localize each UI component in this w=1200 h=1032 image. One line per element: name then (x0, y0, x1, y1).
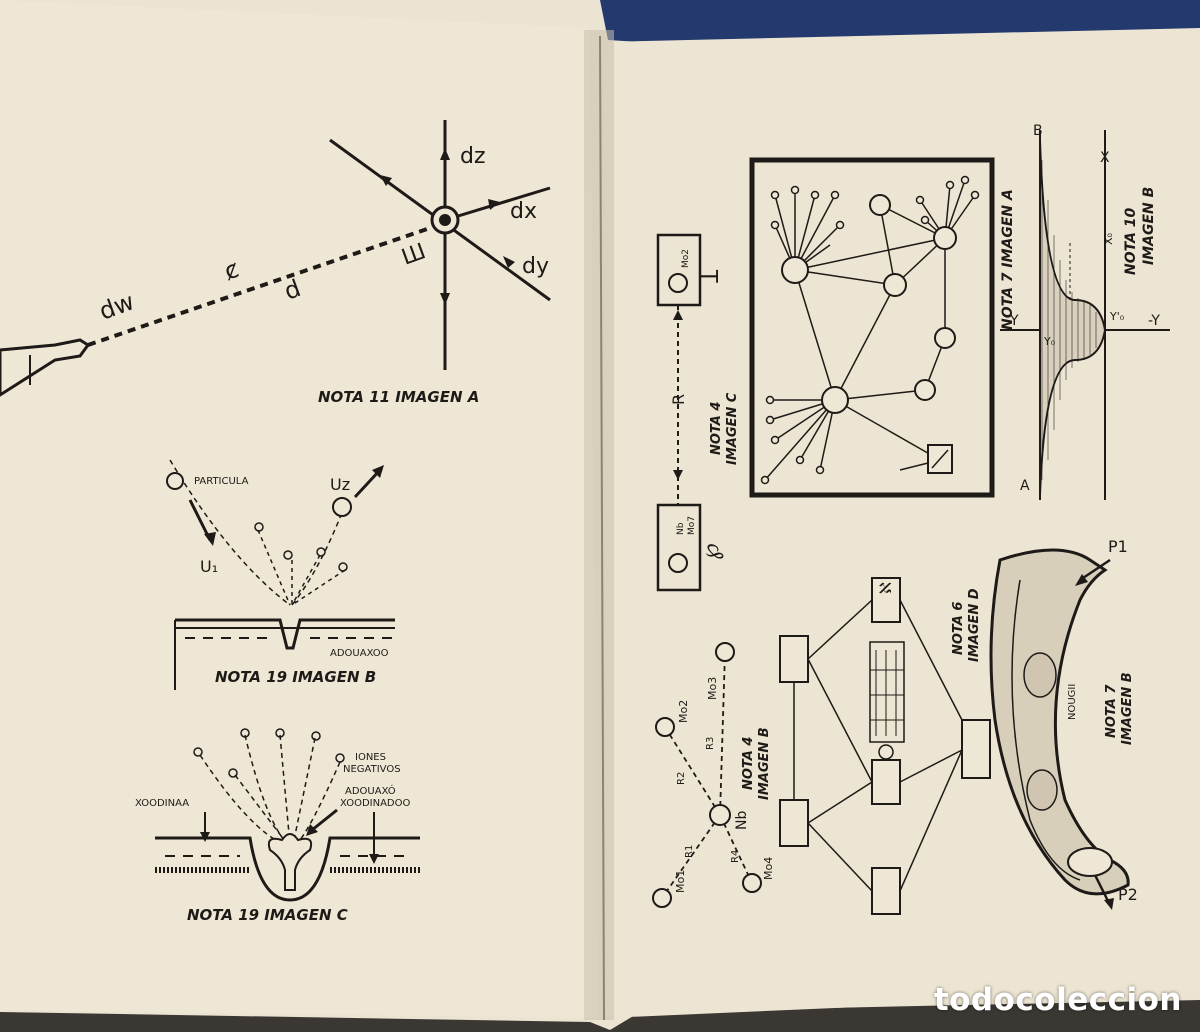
figure-nota6-d: P1 P2 NOUGII NOTA 6 IMAGEN D NOTA 7 IMAG… (951, 537, 1138, 910)
figure-flow-diagram: ℵ (779, 577, 991, 915)
label-r4: R4 (730, 850, 741, 863)
label-graph-y: Y (1009, 313, 1019, 329)
label-dy: dy (522, 254, 549, 279)
label-r1: R1 (684, 845, 695, 858)
label-mo1: Mo1 (674, 870, 687, 893)
label-negativos: NEGATIVOS (343, 764, 401, 775)
label-nb-mol: Nb (734, 811, 750, 830)
label-p: ℘ (696, 543, 724, 560)
caption-nota10-b-2: IMAGEN B (1141, 187, 1157, 265)
caption-nota6-d-2: IMAGEN D (967, 588, 982, 662)
figure-nota19-b: PARTICULA Uz U₁ ADOUAXOO NOTA 19 IMAGEN … (166, 459, 395, 690)
caption-nota19-b: NOTA 19 IMAGEN B (215, 668, 376, 686)
label-dz: dz (460, 144, 486, 169)
caption-nota10-b-1: NOTA 10 (1123, 207, 1139, 275)
label-graph-x0: X₀ (1102, 232, 1115, 245)
caption-nota4-c-1: NOTA 4 (709, 402, 724, 455)
label-mo2: Mo2 (677, 700, 690, 723)
label-graph-y0: Y₀ (1043, 335, 1056, 348)
label-graph-a: A (1020, 478, 1030, 494)
figure-nota19-c: IONES NEGATIVOS ADOUAXÓ XOODINADOO XOODI… (135, 728, 420, 924)
label-flow-top: ℵ (876, 582, 895, 594)
label-graph-neg-y: -Y (1148, 313, 1160, 329)
caption-nota6-d-1: NOTA 6 (951, 602, 966, 655)
figure-nota7-a: NOTA 7 IMAGEN A (749, 157, 1016, 498)
figure-nota4-c: Mo2 Nb Mo7 R ℘ Ʇ NOTA 4 IMAGEN C (656, 233, 740, 592)
figure-nota11-a: dz dx dy dw ȼ d Ш NOTA 11 IMAGEN A (0, 120, 551, 406)
label-nougii: NOUGII (1067, 684, 1078, 720)
label-mo3: Mo3 (706, 677, 719, 700)
caption-nota7-a: NOTA 7 IMAGEN A (1000, 189, 1016, 330)
caption-nota7-b-2: IMAGEN B (1120, 672, 1135, 745)
left-page (0, 0, 598, 1018)
label-dx: dx (510, 199, 537, 224)
label-p2: P2 (1118, 885, 1138, 904)
label-mo7: Mo7 (687, 516, 697, 535)
label-mo2-top: Mo2 (681, 249, 691, 268)
label-xoodinadoo: XOODINADOO (340, 798, 410, 809)
label-t: Ʇ (696, 269, 724, 283)
label-uz: Uz (330, 475, 350, 494)
label-iones: IONES (355, 752, 386, 763)
label-xoodinaa: XOODINAA (135, 798, 189, 809)
label-p1: P1 (1108, 537, 1128, 556)
label-graph-y0p: Y'₀ (1109, 310, 1125, 323)
caption-nota4-b-2: IMAGEN B (757, 727, 772, 800)
caption-nota4-c-2: IMAGEN C (725, 392, 740, 465)
label-particula: PARTICULA (194, 476, 249, 487)
label-graph-b: B (1033, 123, 1043, 139)
label-r: R (669, 394, 688, 405)
figure-nota10-b: B A X Y -Y X₀ Y₀ Y'₀ NOTA 10 IMAGEN B (1000, 123, 1170, 500)
label-adouaxoo: ADOUAXOO (330, 648, 389, 659)
caption-nota19-c: NOTA 19 IMAGEN C (187, 906, 348, 924)
caption-nota11-a: NOTA 11 IMAGEN A (318, 388, 479, 406)
label-nb: Nb (676, 522, 686, 535)
label-graph-x: X (1100, 150, 1110, 166)
label-r2: R2 (676, 772, 687, 785)
label-u1: U₁ (200, 557, 218, 576)
caption-nota4-b-1: NOTA 4 (741, 737, 756, 790)
caption-nota7-b-1: NOTA 7 (1104, 684, 1119, 738)
watermark-logo: todocoleccion (933, 982, 1182, 1018)
label-r3: R3 (705, 737, 716, 750)
label-adouaxo: ADOUAXÓ (345, 784, 396, 797)
figure-nota4-b: Mo1 Mo2 Mo3 Mo4 Nb R1 R2 R3 R4 NOTA 4 IM… (652, 642, 775, 908)
label-mo4: Mo4 (762, 857, 775, 880)
